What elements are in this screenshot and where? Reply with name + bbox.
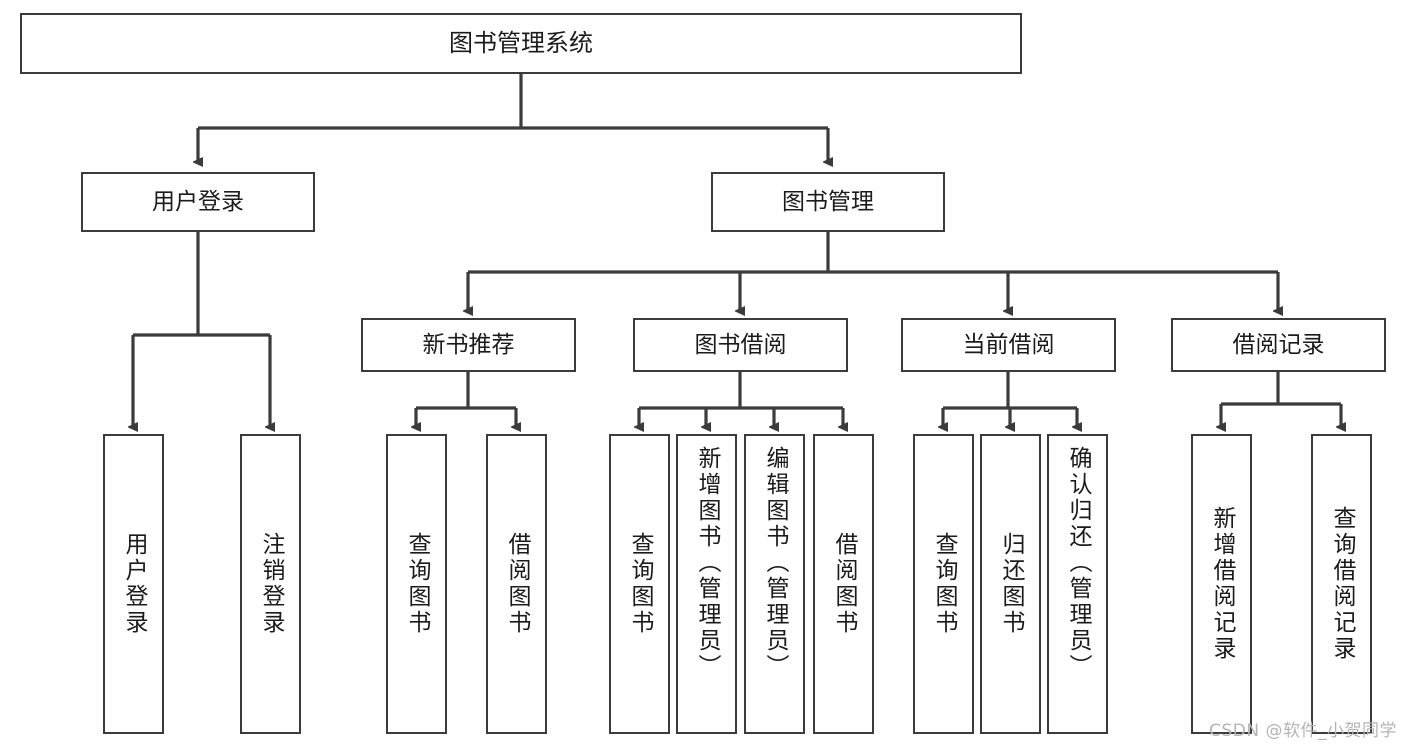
node-label: 借阅图书 [504, 532, 530, 636]
node-book-borrow[interactable]: 图书借阅 [633, 318, 848, 372]
node-label: 归还图书 [998, 532, 1024, 636]
node-leaf-confirm-return[interactable]: 确认归还（管理员） [1047, 434, 1108, 734]
node-label: 图书管理 [782, 188, 874, 215]
node-label: 借阅记录 [1232, 331, 1325, 358]
node-label: 新书推荐 [422, 331, 515, 358]
node-label: 用户登录 [152, 188, 244, 215]
node-leaf-add-book[interactable]: 新增图书（管理员） [676, 434, 737, 734]
node-label: 编辑图书（管理员） [762, 446, 788, 680]
node-leaf-user-login[interactable]: 用户登录 [103, 434, 164, 734]
node-label: 查询借阅记录 [1329, 506, 1355, 662]
node-leaf-query-borrow-record[interactable]: 查询借阅记录 [1311, 434, 1372, 734]
node-user-login[interactable]: 用户登录 [81, 172, 315, 232]
node-new-book-recommend[interactable]: 新书推荐 [361, 318, 576, 372]
node-label: 借阅图书 [831, 532, 857, 636]
node-current-borrow[interactable]: 当前借阅 [901, 318, 1116, 372]
node-leaf-borrow-book[interactable]: 借阅图书 [813, 434, 874, 734]
node-label: 用户登录 [121, 532, 147, 636]
node-leaf-add-borrow-record[interactable]: 新增借阅记录 [1191, 434, 1252, 734]
node-label: 图书借阅 [694, 331, 787, 358]
node-label: 图书管理系统 [449, 28, 593, 57]
node-label: 当前借阅 [962, 331, 1055, 358]
node-leaf-return-book[interactable]: 归还图书 [980, 434, 1041, 734]
node-label: 确认归还（管理员） [1065, 446, 1091, 680]
node-leaf-user-logout[interactable]: 注销登录 [240, 434, 301, 734]
node-leaf-query-book-borrow[interactable]: 查询图书 [609, 434, 670, 734]
node-label: 查询图书 [931, 532, 957, 636]
node-label: 新增图书（管理员） [694, 446, 720, 680]
node-label: 查询图书 [404, 532, 430, 636]
node-leaf-query-book-current[interactable]: 查询图书 [913, 434, 974, 734]
csdn-watermark: CSDN @软件_小贺同学 [1209, 721, 1397, 741]
node-root-book-management-system[interactable]: 图书管理系统 [20, 13, 1022, 74]
node-leaf-edit-book[interactable]: 编辑图书（管理员） [744, 434, 805, 734]
node-borrow-record[interactable]: 借阅记录 [1171, 318, 1386, 372]
node-leaf-borrow-book-recommend[interactable]: 借阅图书 [486, 434, 547, 734]
node-label: 查询图书 [627, 532, 653, 636]
node-label: 注销登录 [258, 532, 284, 636]
node-label: 新增借阅记录 [1209, 506, 1235, 662]
node-book-manage[interactable]: 图书管理 [711, 172, 945, 232]
node-leaf-query-book-recommend[interactable]: 查询图书 [386, 434, 447, 734]
